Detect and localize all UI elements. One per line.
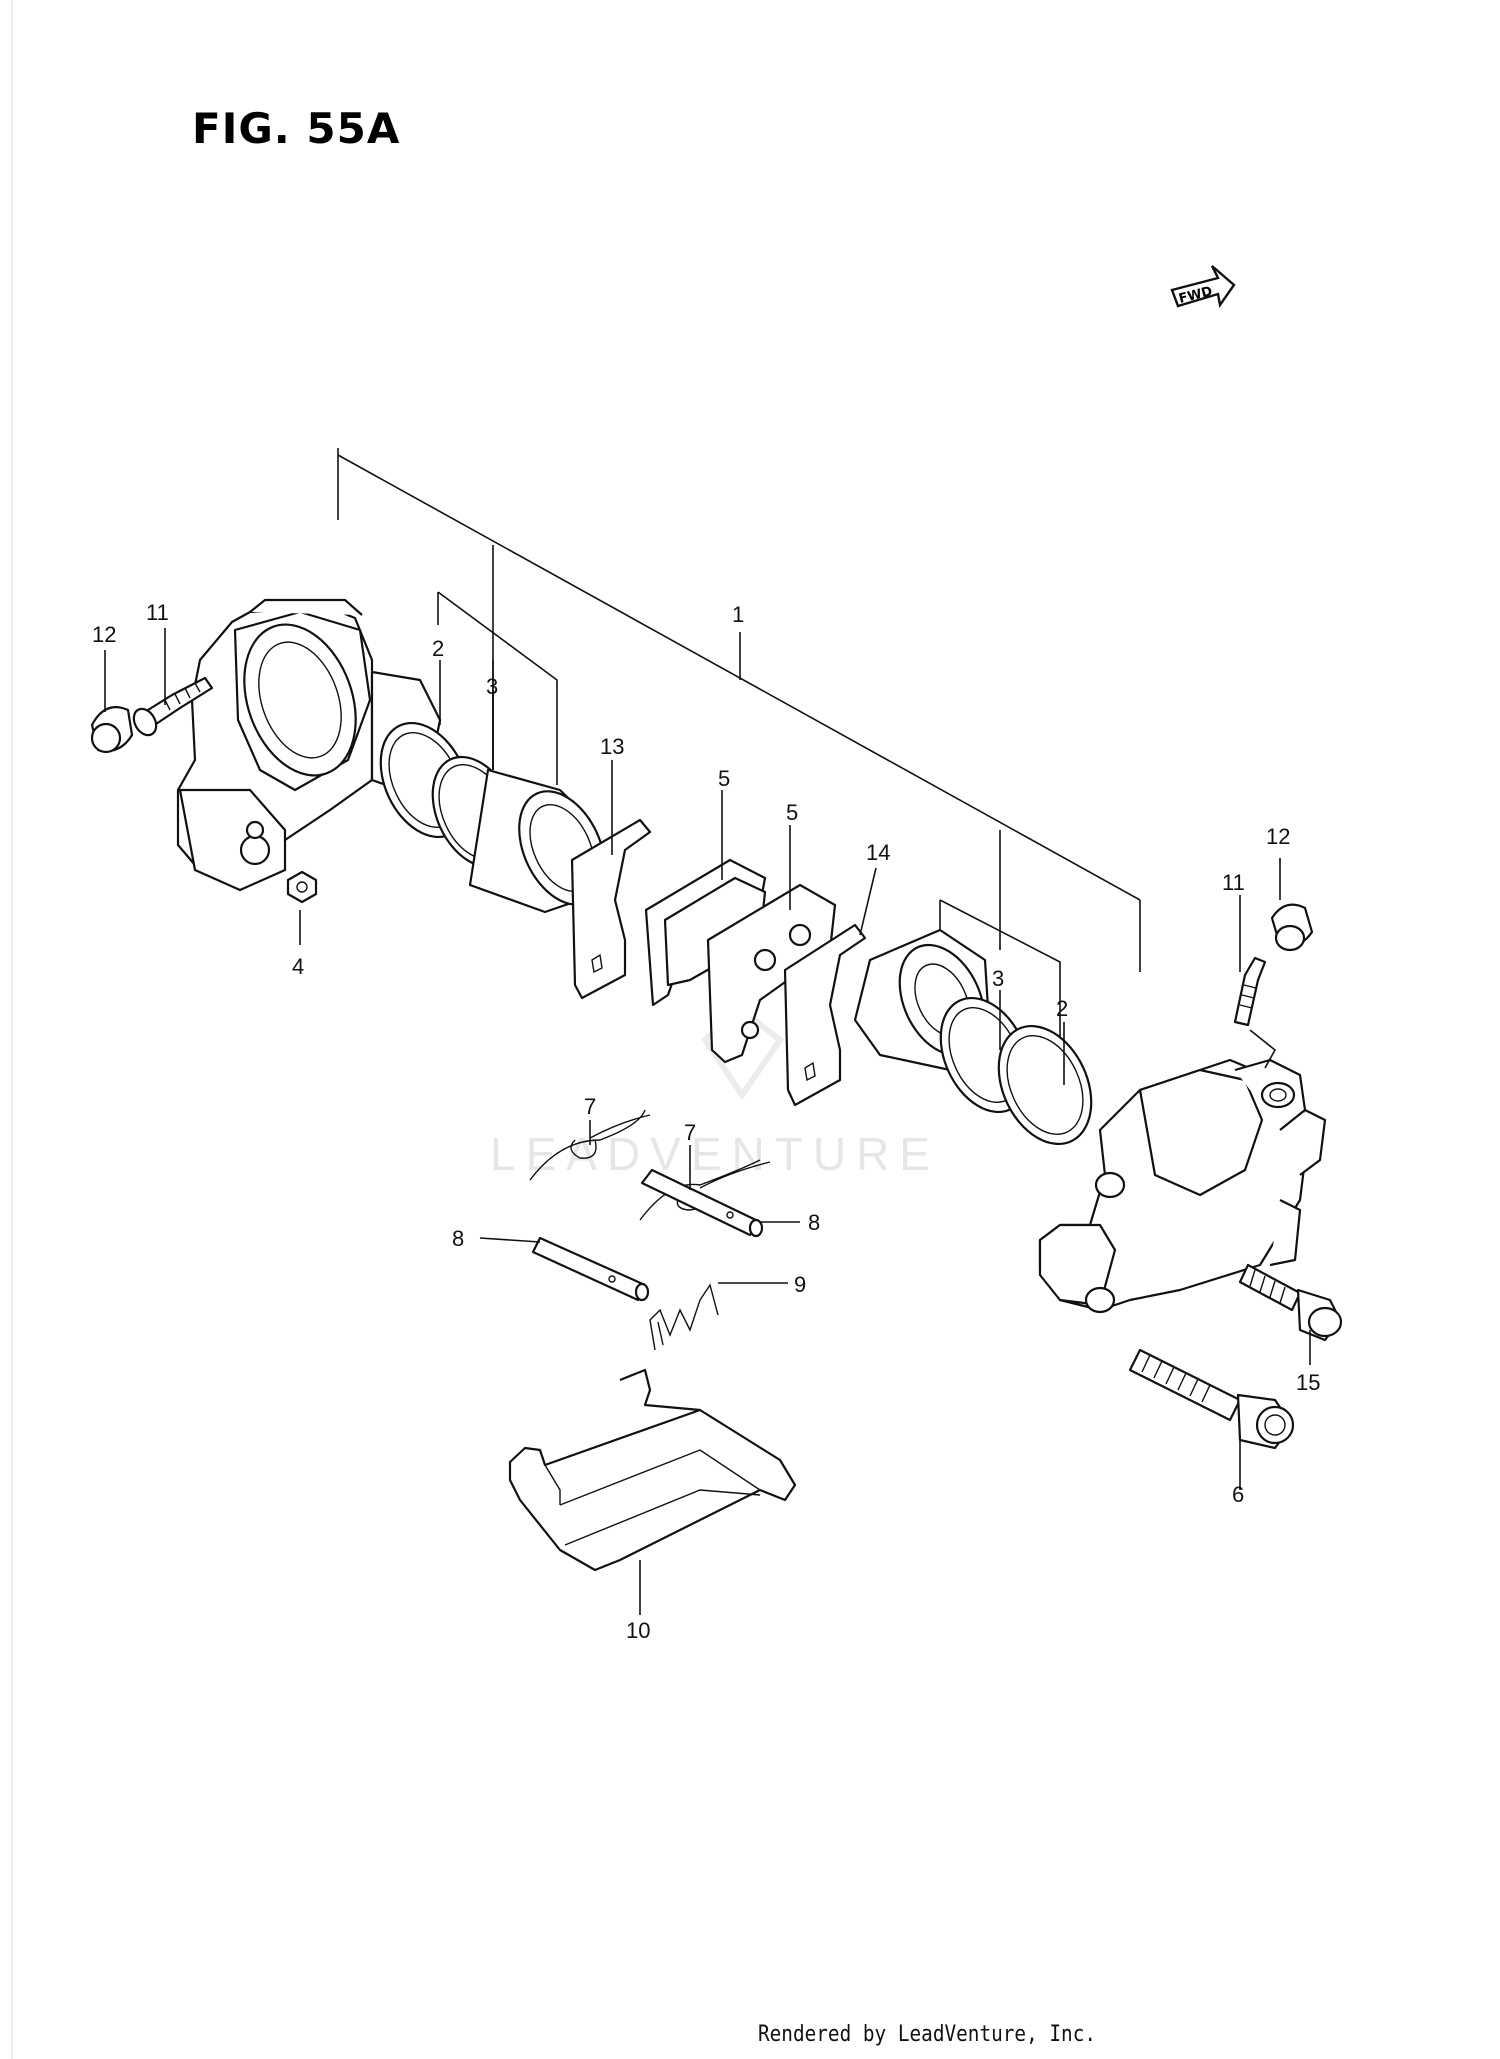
- callout-2-right: 2: [1056, 996, 1068, 1021]
- caliper-mount-bolt-long: [1128, 1348, 1295, 1450]
- callout-8-right: 8: [808, 1210, 820, 1235]
- watermark-logo: LEADVENTURE: [490, 1006, 940, 1180]
- callout-7-right: 7: [684, 1120, 696, 1145]
- fwd-arrow-icon: FWD: [1170, 265, 1236, 309]
- callout-3-right: 3: [992, 966, 1004, 991]
- callout-10: 10: [626, 1618, 650, 1643]
- callout-14: 14: [866, 840, 890, 865]
- caliper-mount-bolt-short: [1238, 1263, 1343, 1342]
- callout-labels: 1 2 3 4 5 5 6 7 7 8 8 9 10 11 11 12 12 1…: [92, 600, 1320, 1643]
- callout-12-right: 12: [1266, 824, 1290, 849]
- callout-11-right: 11: [1222, 870, 1245, 895]
- left-pad-shim: [570, 818, 652, 1000]
- right-bleeder-cap: [1270, 903, 1314, 952]
- callout-11-left: 11: [146, 600, 169, 625]
- figure-title: FIG. 55A: [192, 104, 401, 153]
- callout-8-left: 8: [452, 1226, 464, 1251]
- pad-pin-lower: [531, 1236, 650, 1302]
- callout-3-left: 3: [486, 674, 498, 699]
- right-caliper-body: [1038, 1058, 1327, 1314]
- assembly-bracket: [337, 448, 1141, 1060]
- callout-5-inner: 5: [786, 800, 798, 825]
- leader-lines: [104, 628, 1311, 1615]
- callout-6: 6: [1232, 1482, 1244, 1507]
- callout-7-left: 7: [584, 1094, 596, 1119]
- left-bleeder-screw: [132, 676, 214, 737]
- callout-15: 15: [1296, 1370, 1320, 1395]
- left-caliper-body: [176, 598, 442, 892]
- rendered-by-footer: Rendered by LeadVenture, Inc.: [758, 2022, 1097, 2047]
- callout-12-left: 12: [92, 622, 116, 647]
- callout-5-outer: 5: [718, 766, 730, 791]
- right-pad-shim: [783, 923, 867, 1107]
- left-bleeder-cap: [90, 706, 134, 754]
- callout-9: 9: [794, 1272, 806, 1297]
- washer-nut: [286, 870, 318, 904]
- pad-spring: [649, 1283, 719, 1351]
- pad-clip-left: [529, 1109, 651, 1181]
- brake-pad-inner: [706, 883, 837, 1064]
- pad-pin-upper: [640, 1168, 764, 1238]
- right-bleeder-screw: [1233, 956, 1277, 1069]
- caliper-cover-plate: [508, 1368, 797, 1572]
- callout-1: 1: [732, 602, 744, 627]
- right-piston-seal: [997, 1024, 1093, 1146]
- callout-13: 13: [600, 734, 624, 759]
- watermark-text: LEADVENTURE: [490, 1128, 940, 1180]
- callout-4: 4: [292, 954, 304, 979]
- callout-2-left: 2: [432, 636, 444, 661]
- brake-pad-outer: [644, 858, 767, 1007]
